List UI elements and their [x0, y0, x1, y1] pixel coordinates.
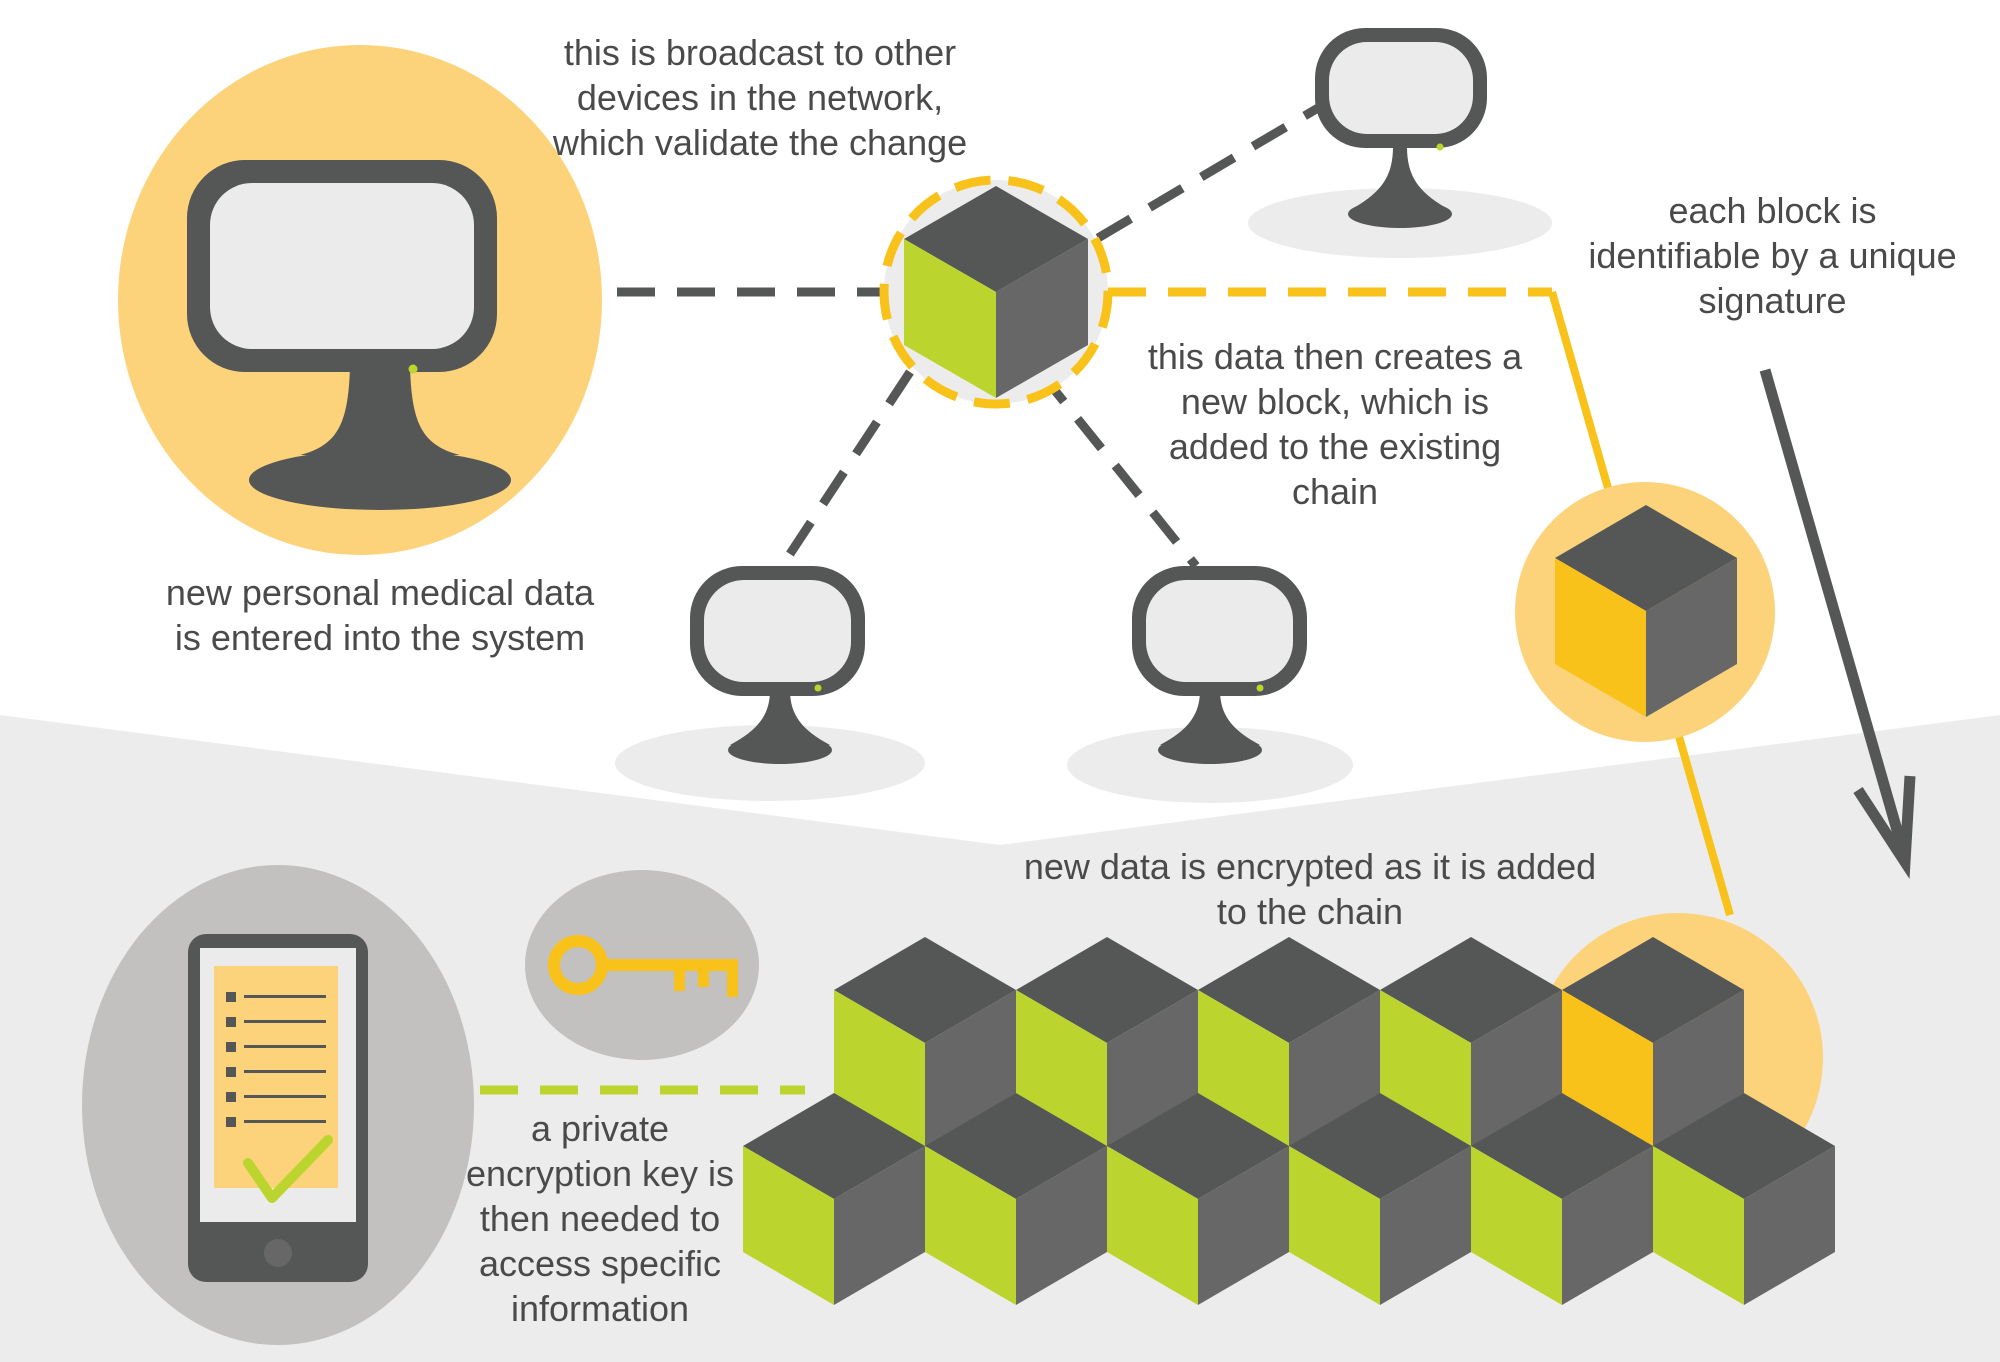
caption-private-key-line: information	[510, 1288, 690, 1329]
chain-block-cube-icon	[1289, 1093, 1471, 1305]
main-monitor-icon	[187, 160, 511, 510]
monitor-icon-bottom-left	[615, 566, 925, 801]
cube-left-face	[1289, 1146, 1380, 1305]
monitor-icon-bottom-right	[1067, 566, 1353, 803]
signed-block-cube-icon	[1555, 505, 1737, 717]
caption-private-key-line: access specific	[478, 1243, 722, 1284]
caption-medical-data-line: new personal medical data	[165, 572, 595, 613]
network-connectors	[480, 104, 1734, 1095]
checkmark-icon	[243, 1135, 333, 1203]
main-monitor-group	[118, 45, 602, 555]
chain-block-cube-icon	[1471, 1093, 1653, 1305]
chain-block-cube-icon	[1653, 1093, 1835, 1305]
key-icon	[548, 935, 738, 997]
caption-medical-data-line: is entered into the system	[174, 617, 586, 658]
caption-broadcast-line: devices in the network,	[576, 77, 944, 118]
cube-left-face	[1107, 1146, 1198, 1305]
blockchain-cube-stack	[743, 937, 1835, 1305]
cube-left-face	[925, 1146, 1016, 1305]
cube-right-face	[1198, 1146, 1289, 1305]
new-block-cube-icon	[904, 186, 1088, 398]
signed-block-group	[1515, 482, 1775, 742]
caption-medical-data: new personal medical data is entered int…	[110, 570, 650, 660]
cube-left-face	[743, 1146, 834, 1305]
caption-new-block-line: new block, which is	[1180, 381, 1490, 422]
cube-right-face	[1562, 1146, 1653, 1305]
chain-block-cube-icon	[925, 1093, 1107, 1305]
connector-block-to-top-monitor	[1095, 104, 1321, 242]
caption-private-key: a private encryption key is then needed …	[440, 1106, 760, 1331]
arrow-down-icon	[1759, 368, 1916, 879]
cube-left-face	[1471, 1146, 1562, 1305]
connector-block-to-left-monitor	[778, 369, 914, 569]
caption-new-block-line: chain	[1291, 471, 1379, 512]
cube-right-face	[1744, 1146, 1835, 1305]
cube-right-face	[834, 1146, 925, 1305]
caption-new-block-line: this data then creates a	[1147, 336, 1523, 377]
smartphone-icon	[188, 934, 368, 1282]
chain-block-cube-icon	[743, 1093, 925, 1305]
caption-broadcast: this is broadcast to other devices in th…	[490, 30, 1030, 165]
caption-private-key-line: encryption key is	[465, 1153, 735, 1194]
monitor-icon-top-right	[1248, 28, 1552, 258]
caption-new-block: this data then creates a new block, whic…	[1110, 334, 1560, 514]
caption-encrypted-line: to the chain	[1216, 891, 1404, 932]
caption-broadcast-line: this is broadcast to other	[563, 32, 957, 73]
chain-block-cube-icon	[1107, 1093, 1289, 1305]
checklist-lines	[226, 992, 326, 1127]
smartphone-group	[82, 865, 474, 1345]
new-block-group	[879, 175, 1113, 409]
caption-private-key-line: a private	[530, 1108, 670, 1149]
caption-broadcast-line: which validate the change	[552, 122, 968, 163]
cube-left-face	[1653, 1146, 1744, 1305]
caption-signature-line: signature	[1698, 280, 1847, 321]
key-group	[525, 870, 759, 1060]
connector-block-to-right-monitor	[1036, 369, 1200, 569]
cube-right-face	[1016, 1146, 1107, 1305]
caption-new-block-line: added to the existing	[1168, 426, 1502, 467]
caption-signature-line: each block is	[1668, 190, 1877, 231]
caption-signature: each block is identifiable by a unique s…	[1550, 188, 1995, 323]
caption-encrypted-line: new data is encrypted as it is added	[1023, 846, 1597, 887]
caption-signature-line: identifiable by a unique	[1588, 235, 1957, 276]
cube-right-face	[1380, 1146, 1471, 1305]
caption-encrypted: new data is encrypted as it is added to …	[960, 844, 1660, 934]
caption-private-key-line: then needed to	[479, 1198, 721, 1239]
